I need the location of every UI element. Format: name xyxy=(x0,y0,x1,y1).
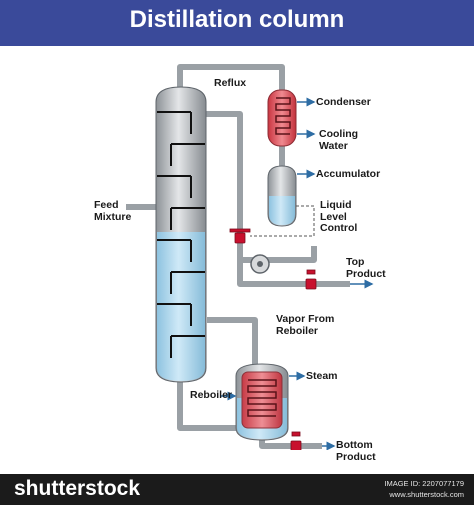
column-liquid xyxy=(157,232,205,381)
label-steam: Steam xyxy=(306,370,338,382)
label-feed-mixture: Feed Mixture xyxy=(94,199,132,223)
page-title: Distillation column xyxy=(129,6,345,33)
label-bottom-product-line2: Product xyxy=(336,450,376,463)
reflux-vapor-pipe xyxy=(177,64,285,96)
label-feed-mixture-line2: Mixture xyxy=(94,210,132,223)
accumulator xyxy=(267,165,297,227)
label-bottom-product: Bottom Product xyxy=(336,439,376,463)
label-vapor-from-reboiler-line1: Vapor From xyxy=(276,313,335,325)
column-trays xyxy=(157,111,205,358)
label-liquid-level-control-line3: Control xyxy=(320,222,358,234)
label-cooling-water: Cooling Water xyxy=(319,128,359,152)
label-top-product: Top Product xyxy=(346,256,386,280)
label-liquid-level-control: Liquid Level Control xyxy=(320,199,358,235)
reboiler xyxy=(235,363,289,441)
vapor-return-pipe xyxy=(207,317,258,368)
reflux-return-pipe xyxy=(206,111,317,263)
label-bottom-product-line1: Bottom xyxy=(336,439,373,451)
title-bar: Distillation column xyxy=(0,0,474,46)
label-accumulator: Accumulator xyxy=(316,168,381,180)
top-product-valve xyxy=(305,269,317,290)
label-reboiler: Reboiler xyxy=(190,389,233,401)
level-control-line xyxy=(250,205,315,237)
reboiler-feed-pipe xyxy=(177,378,236,431)
brand-logo: shutterstock xyxy=(14,477,141,500)
bottom-product-valve xyxy=(290,431,302,452)
condenser xyxy=(267,89,297,147)
reflux-pump xyxy=(250,254,270,274)
label-cooling-water-line2: Water xyxy=(319,139,348,152)
label-cooling-water-line1: Cooling xyxy=(319,128,359,140)
label-top-product-line2: Product xyxy=(346,267,386,280)
site-url-text: www.shutterstock.com xyxy=(389,490,464,499)
image-id-text: IMAGE ID: 2207077179 xyxy=(384,479,464,488)
distillation-column xyxy=(155,86,207,383)
label-top-product-line1: Top xyxy=(346,256,365,268)
footer-bar: shutterstock IMAGE ID: 2207077179 www.sh… xyxy=(0,474,474,505)
distillation-diagram: Reflux Condenser Cooling Water Accumulat… xyxy=(0,46,474,462)
label-vapor-from-reboiler-line2: Reboiler xyxy=(276,324,319,337)
label-condenser: Condenser xyxy=(316,96,371,108)
label-liquid-level-control-line2: Level xyxy=(320,210,347,223)
label-reflux: Reflux xyxy=(214,77,247,89)
valves xyxy=(229,228,317,452)
flow-arrows xyxy=(221,97,374,451)
reflux-valve xyxy=(229,228,251,244)
label-liquid-level-control-line1: Liquid xyxy=(320,199,352,211)
label-vapor-from-reboiler: Vapor From Reboiler xyxy=(276,313,335,337)
diagram-canvas xyxy=(126,64,374,452)
label-feed-mixture-line1: Feed xyxy=(94,199,119,211)
